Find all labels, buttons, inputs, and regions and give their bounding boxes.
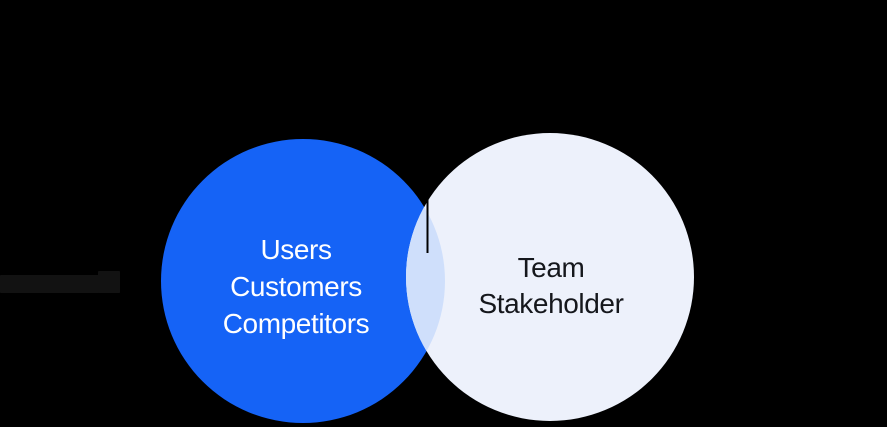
left-circle (161, 139, 445, 423)
obscured-left-label-ascender (98, 271, 120, 293)
right-circle (406, 133, 694, 421)
obscured-left-label-bar (0, 275, 120, 293)
